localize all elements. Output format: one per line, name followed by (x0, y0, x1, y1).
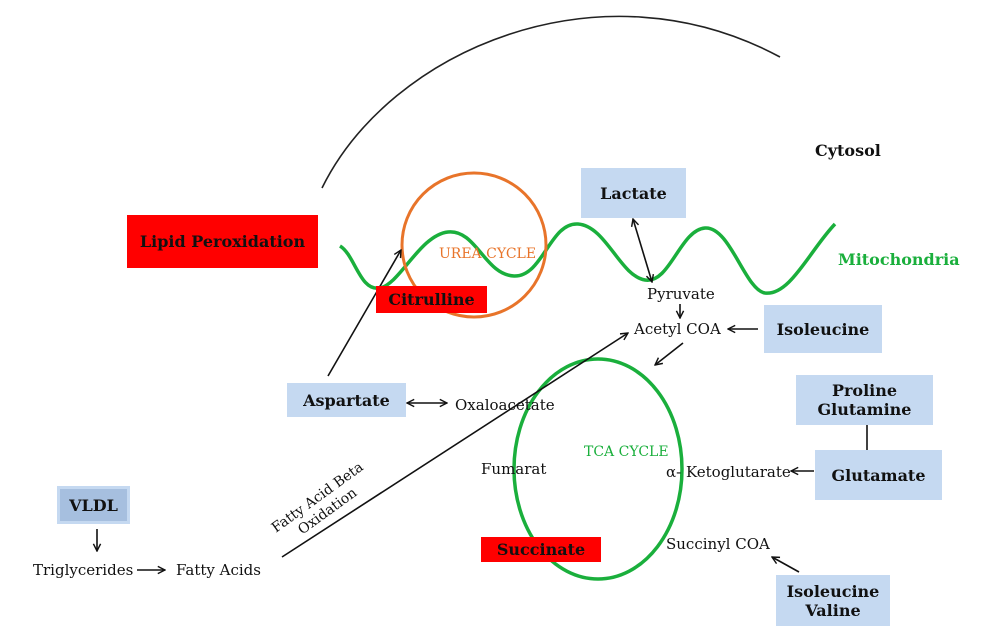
oxaloacetate-label: Oxaloacetate (455, 396, 555, 414)
fumarat-label: Fumarat (481, 460, 547, 478)
vldl-box: VLDL (57, 486, 130, 524)
lactate-box: Lactate (581, 168, 686, 218)
glutamine-label: Glutamine (817, 400, 912, 419)
succinate-box: Succinate (481, 537, 601, 562)
tca-cycle-circle (512, 357, 684, 581)
ketoglutarate-label: α- Ketoglutarate (666, 463, 791, 481)
urea-cycle-label: UREA CYCLE (439, 246, 537, 262)
glutamate-box: Glutamate (815, 450, 942, 500)
tca-cycle-label: TCA CYCLE (584, 444, 669, 460)
pyruvate-label: Pyruvate (647, 285, 715, 303)
acetyl-tca-arrow (655, 342, 684, 365)
fatty-acids-label: Fatty Acids (176, 561, 261, 579)
cell-membrane-arc (321, 15, 781, 189)
isoleucine-box: Isoleucine (764, 305, 882, 353)
isoleucine2-label: Isoleucine (786, 581, 880, 601)
citrulline-box: Citrulline (376, 286, 487, 313)
proline-label: Proline (831, 381, 898, 400)
valine-label: Valine (805, 600, 861, 620)
aspartate-citrulline-arrow (327, 250, 401, 377)
isoleucine-valine-succinyl-arrow (772, 557, 800, 573)
cytosol-label: Cytosol (815, 141, 881, 160)
lactate-pyruvate-arrow (633, 219, 652, 282)
proline-glutamine-box: Proline Glutamine (796, 375, 933, 425)
aspartate-box: Aspartate (287, 383, 406, 417)
urea-cycle-circle (400, 171, 548, 319)
triglycerides-label: Triglycerides (33, 561, 134, 579)
mitochondrial-membrane-wave (338, 222, 837, 295)
isoleucine-valine-box: Isoleucine Valine (776, 575, 890, 626)
acetyl-coa-label: Acetyl COA (634, 320, 721, 338)
succinyl-coa-label: Succinyl COA (666, 535, 770, 553)
lipid-peroxidation-box: Lipid Peroxidation (127, 215, 318, 268)
fatty-acid-acetyl-arrow (281, 333, 628, 558)
mitochondria-label: Mitochondria (838, 250, 960, 269)
